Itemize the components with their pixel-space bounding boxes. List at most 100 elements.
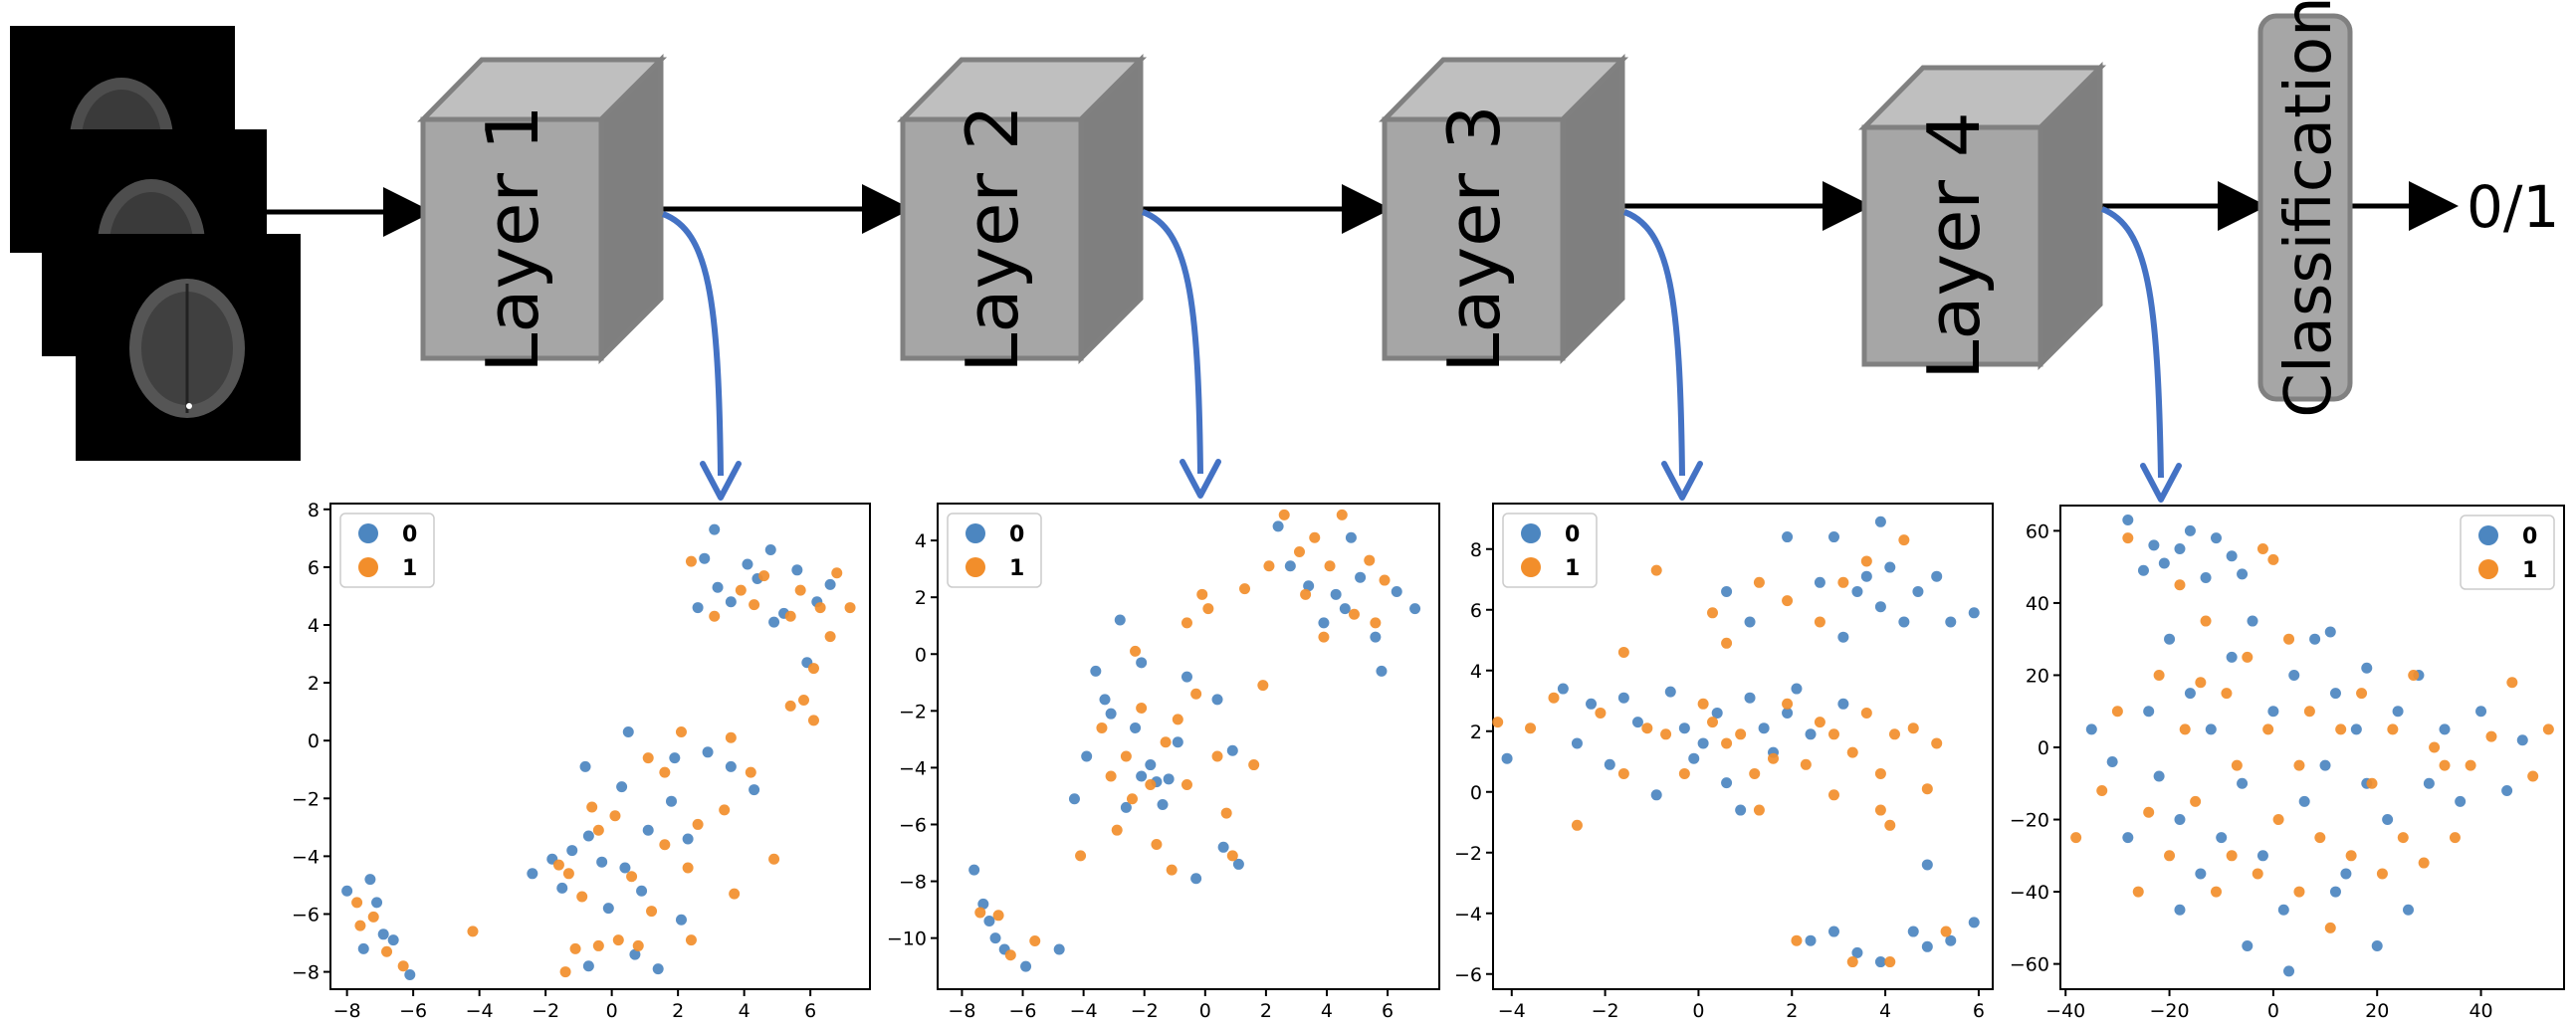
feature-arrow-3 [1622,209,1685,477]
layer-2-block: Layer 2 [897,53,1148,373]
point-class-1 [1860,555,1872,567]
point-class-0 [1145,759,1157,771]
point-class-1 [1190,688,1202,700]
point-class-1 [1888,728,1900,740]
point-class-1 [1782,595,1794,607]
legend [2460,515,2555,590]
point-class-0 [983,916,995,928]
y-tick-label: −4 [899,757,927,779]
legend-marker [2478,559,2498,579]
point-class-1 [2345,850,2357,862]
point-class-0 [1318,617,1330,629]
point-class-1 [2143,806,2155,818]
point-class-1 [1096,722,1108,733]
point-class-1 [1571,819,1583,831]
point-class-0 [1068,793,1080,805]
y-tick-label: 40 [2026,593,2049,615]
point-class-0 [1172,736,1183,748]
point-class-0 [749,784,760,796]
legend-marker [966,557,985,577]
point-class-0 [1391,585,1402,597]
point-class-0 [404,968,416,980]
point-class-0 [1163,773,1175,785]
point-class-1 [2153,669,2165,681]
point-class-0 [1272,520,1284,532]
point-class-0 [1099,694,1111,706]
point-class-1 [626,871,638,883]
point-class-1 [1707,607,1719,619]
point-class-1 [2231,759,2243,771]
point-class-1 [1111,824,1123,836]
x-tick-label: −4 [1070,1000,1098,1022]
point-class-0 [1697,737,1709,749]
point-class-1 [1874,804,1886,816]
point-class-0 [1688,752,1700,764]
point-class-0 [2122,832,2134,844]
point-class-0 [1370,631,1382,643]
point-class-1 [824,631,836,643]
point-class-0 [1081,750,1093,762]
point-class-1 [1226,850,1238,862]
feature-arrow-4 [2100,206,2164,479]
y-tick-label: −2 [899,701,927,722]
y-tick-label: 4 [915,530,927,552]
point-class-0 [2382,814,2394,826]
point-class-1 [612,934,624,946]
point-class-0 [1136,770,1148,782]
point-class-0 [2153,770,2165,782]
point-class-0 [2403,904,2415,916]
point-class-0 [1860,570,1872,582]
point-class-0 [764,543,776,555]
point-class-0 [2158,557,2170,569]
y-tick-label: 8 [1470,539,1482,561]
point-class-0 [1837,631,1849,643]
point-class-0 [527,868,538,880]
y-tick-label: 4 [308,615,320,637]
point-class-1 [719,804,731,816]
point-class-1 [1595,707,1607,719]
point-class-1 [1641,722,1653,734]
point-class-0 [2247,615,2258,627]
point-class-0 [2205,723,2217,735]
point-class-0 [1226,744,1238,756]
point-class-0 [1758,722,1770,734]
x-tick-label: 0 [606,1000,618,1022]
point-class-1 [2429,741,2441,753]
x-tick-label: −8 [333,1000,361,1022]
point-class-1 [1166,864,1178,876]
point-class-1 [397,960,409,972]
layer-2-label: Layer 2 [951,104,1034,372]
point-class-1 [2252,868,2263,880]
point-class-1 [831,567,843,579]
point-class-0 [341,885,353,897]
point-class-0 [2319,759,2331,771]
legend-label: 0 [1565,522,1580,547]
point-class-1 [1837,576,1849,588]
legend [947,513,1042,588]
point-class-1 [794,584,806,596]
y-tick-label: −2 [292,788,320,810]
point-class-0 [692,602,704,614]
point-class-0 [1604,758,1615,770]
point-class-0 [1617,692,1629,704]
point-class-0 [1805,934,1817,946]
point-class-1 [1791,934,1803,946]
point-class-1 [2527,770,2539,782]
point-class-1 [2356,688,2368,700]
point-class-0 [725,760,737,772]
y-tick-label: 6 [308,557,320,579]
point-class-1 [642,752,654,764]
point-class-0 [371,897,383,909]
point-class-1 [659,839,671,851]
point-class-1 [1874,767,1886,779]
legend-label: 1 [1009,556,1024,581]
point-class-1 [2397,832,2409,844]
point-class-1 [2293,886,2305,898]
point-class-1 [1617,767,1629,779]
point-class-1 [2256,543,2268,555]
point-class-1 [1309,531,1321,543]
point-class-1 [1257,680,1269,692]
point-class-0 [2288,669,2300,681]
point-class-1 [2418,857,2430,869]
